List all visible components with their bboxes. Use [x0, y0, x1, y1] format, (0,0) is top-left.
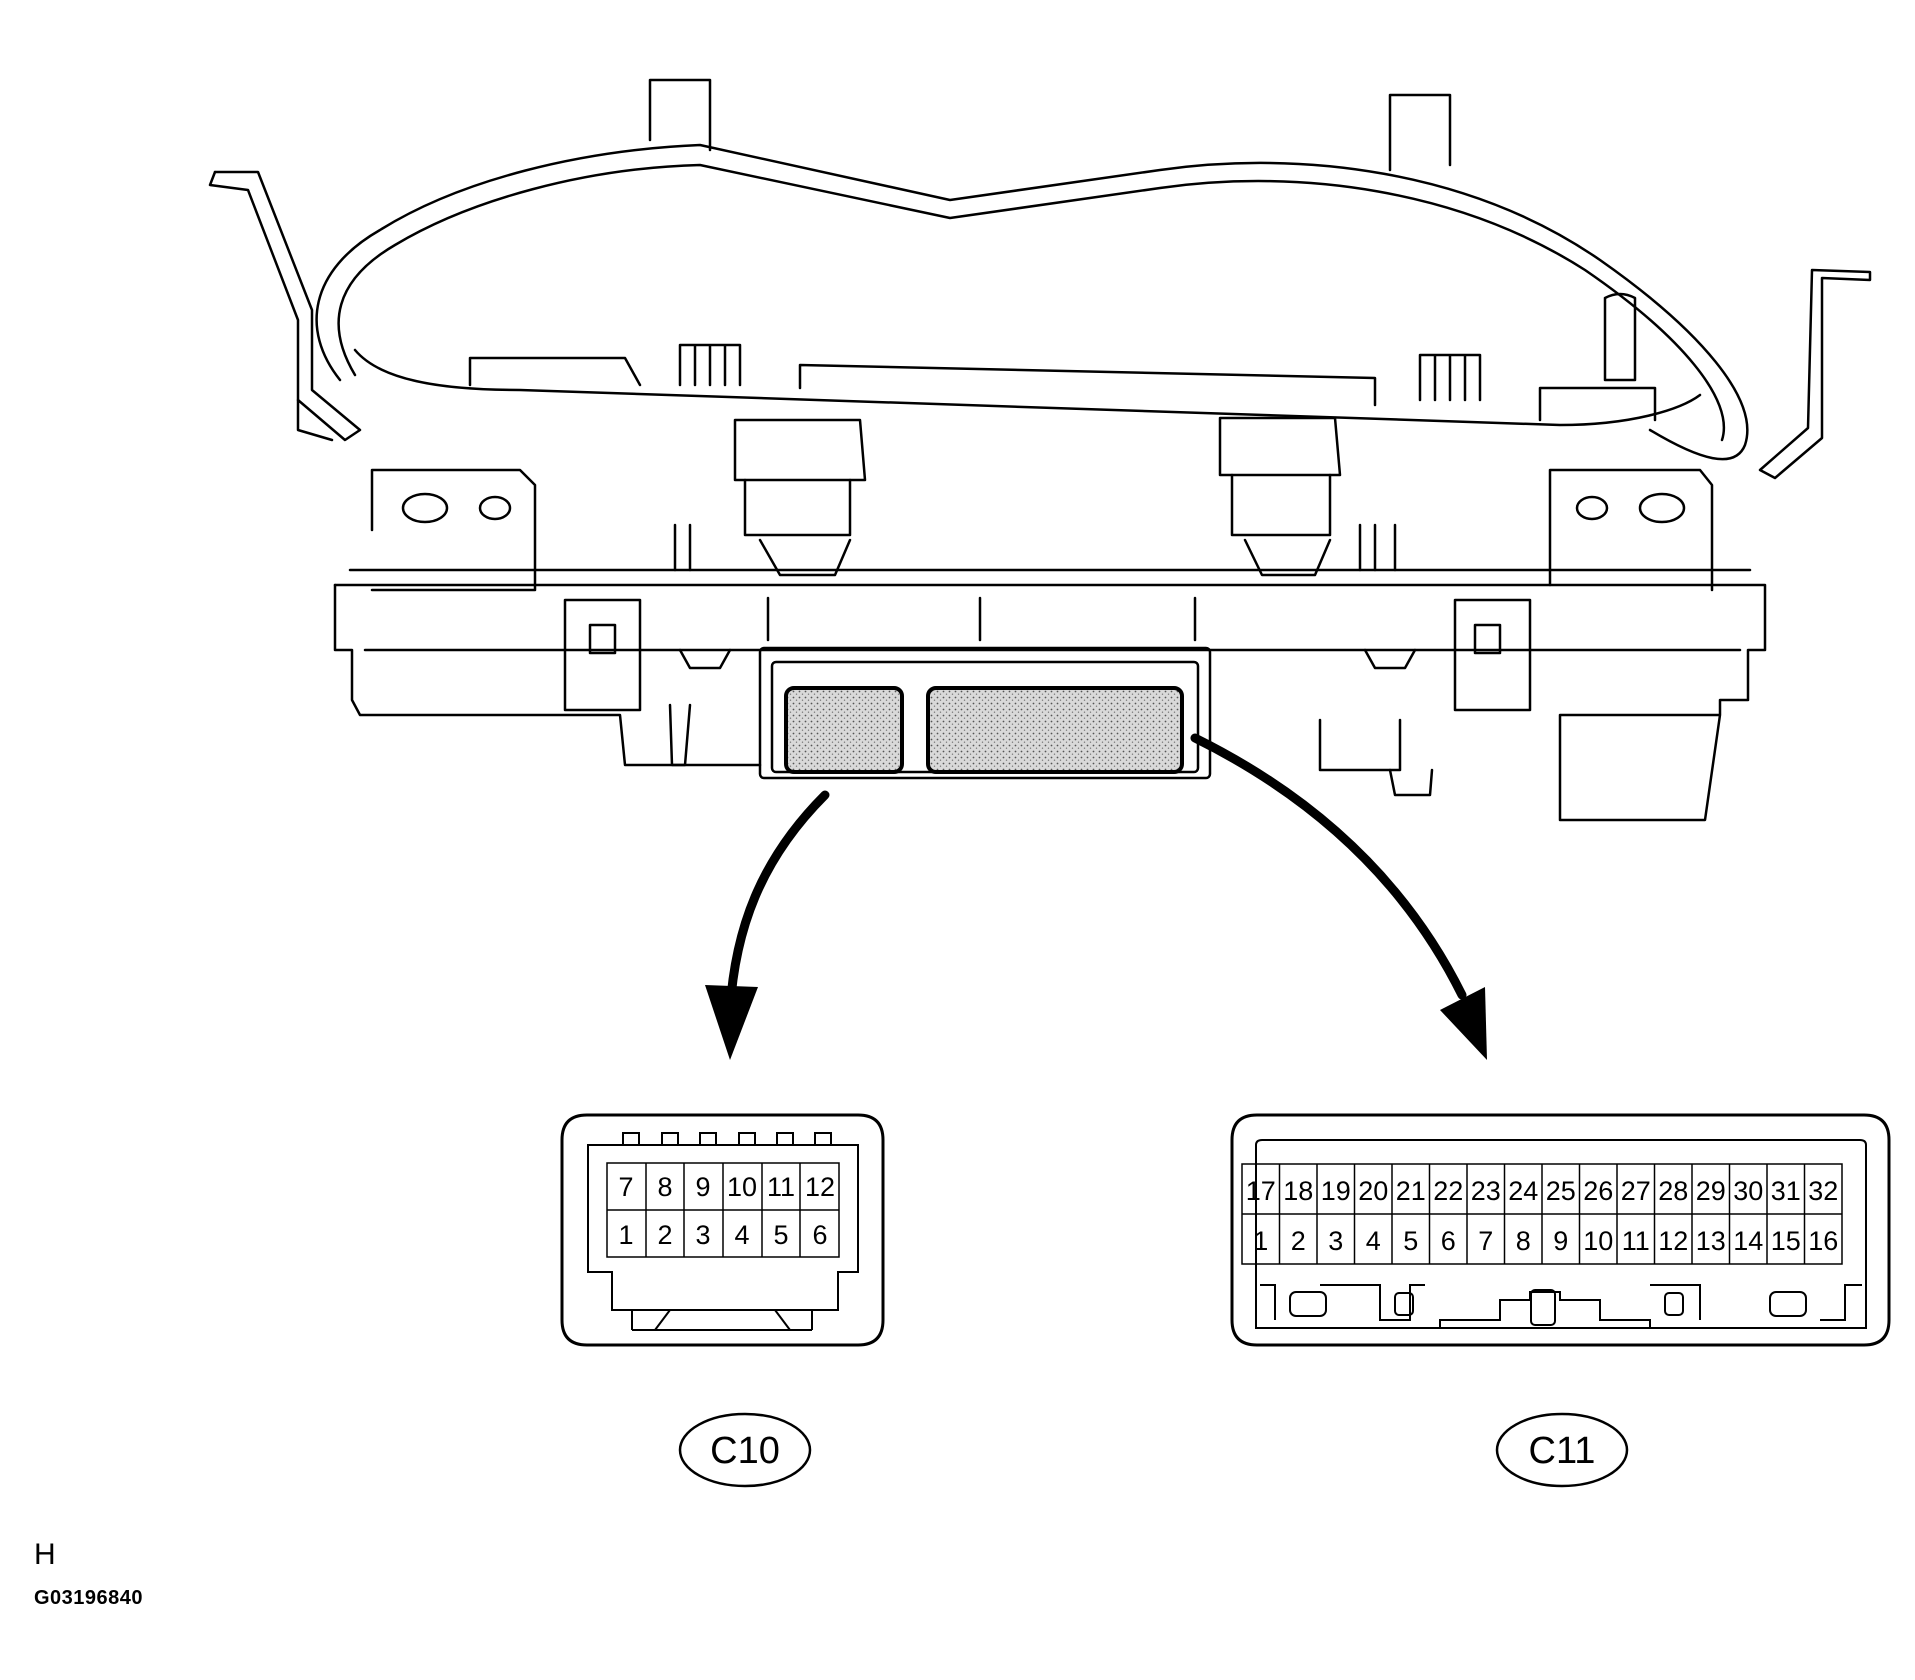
- c10-pin: 11: [767, 1172, 795, 1202]
- c11-pin: 15: [1771, 1226, 1801, 1256]
- c10-pin: 7: [618, 1172, 633, 1202]
- c11-pin: 23: [1471, 1176, 1501, 1206]
- figure-letter: H: [34, 1538, 56, 1571]
- c10-label: C10: [678, 1412, 812, 1488]
- arrow-to-c10-icon: [705, 790, 830, 1060]
- c11-pin: 25: [1546, 1176, 1576, 1206]
- c10-pin: 5: [773, 1220, 788, 1250]
- c11-pin: 18: [1283, 1176, 1313, 1206]
- c10-pin: 4: [734, 1220, 749, 1250]
- c11-pin: 28: [1658, 1176, 1688, 1206]
- c11-label: C11: [1495, 1412, 1629, 1488]
- c11-pin: 12: [1658, 1226, 1688, 1256]
- c10-pin-grid: [606, 1162, 840, 1258]
- c11-pin: 32: [1808, 1176, 1838, 1206]
- combination-meter-icon: [208, 78, 1872, 822]
- c11-pin: 26: [1583, 1176, 1613, 1206]
- c11-pin: 14: [1733, 1226, 1763, 1256]
- c11-pin: 13: [1696, 1226, 1726, 1256]
- c11-pin: 8: [1516, 1226, 1531, 1256]
- c11-pin: 7: [1478, 1226, 1493, 1256]
- c10-pin: 12: [805, 1172, 835, 1202]
- c11-pin: 9: [1553, 1226, 1568, 1256]
- c11-pin: 30: [1733, 1176, 1763, 1206]
- c11-pin: 19: [1321, 1176, 1351, 1206]
- c11-pin: 27: [1621, 1176, 1651, 1206]
- c10-pin: 1: [618, 1220, 633, 1250]
- c10-connector: 7 8 9 10 11 12 1 2 3 4 5 6: [560, 1113, 885, 1347]
- c11-pin: 24: [1508, 1176, 1538, 1206]
- c11-pin: 29: [1696, 1176, 1726, 1206]
- c11-pin: 11: [1622, 1226, 1650, 1256]
- c10-pin: 8: [657, 1172, 672, 1202]
- c11-pin: 1: [1253, 1226, 1268, 1256]
- c11-pin: 5: [1403, 1226, 1418, 1256]
- c11-pin: 16: [1808, 1226, 1838, 1256]
- arrow-to-c11-icon: [1190, 733, 1487, 1060]
- c11-pin-grid: [1241, 1163, 1843, 1265]
- c11-pin: 21: [1396, 1176, 1426, 1206]
- c11-pin: 4: [1366, 1226, 1381, 1256]
- c11-pin: 6: [1441, 1226, 1456, 1256]
- c11-pin: 10: [1583, 1226, 1613, 1256]
- c10-pin: 6: [812, 1220, 827, 1250]
- c11-pin: 2: [1291, 1226, 1306, 1256]
- c10-label-text: C10: [710, 1430, 780, 1472]
- c10-receptacle: [784, 686, 904, 774]
- c11-pin: 31: [1771, 1176, 1801, 1206]
- c10-pin: 2: [657, 1220, 672, 1250]
- c11-pin: 17: [1246, 1176, 1276, 1206]
- c11-label-text: C11: [1529, 1430, 1596, 1472]
- c10-pin: 3: [695, 1220, 710, 1250]
- c11-pin: 22: [1433, 1176, 1463, 1206]
- c10-pin: 10: [727, 1172, 757, 1202]
- c11-receptacle: [926, 686, 1184, 774]
- c11-pin: 3: [1328, 1226, 1343, 1256]
- figure-reference-code: G03196840: [34, 1587, 144, 1609]
- c11-pin: 20: [1358, 1176, 1388, 1206]
- c10-pin: 9: [695, 1172, 710, 1202]
